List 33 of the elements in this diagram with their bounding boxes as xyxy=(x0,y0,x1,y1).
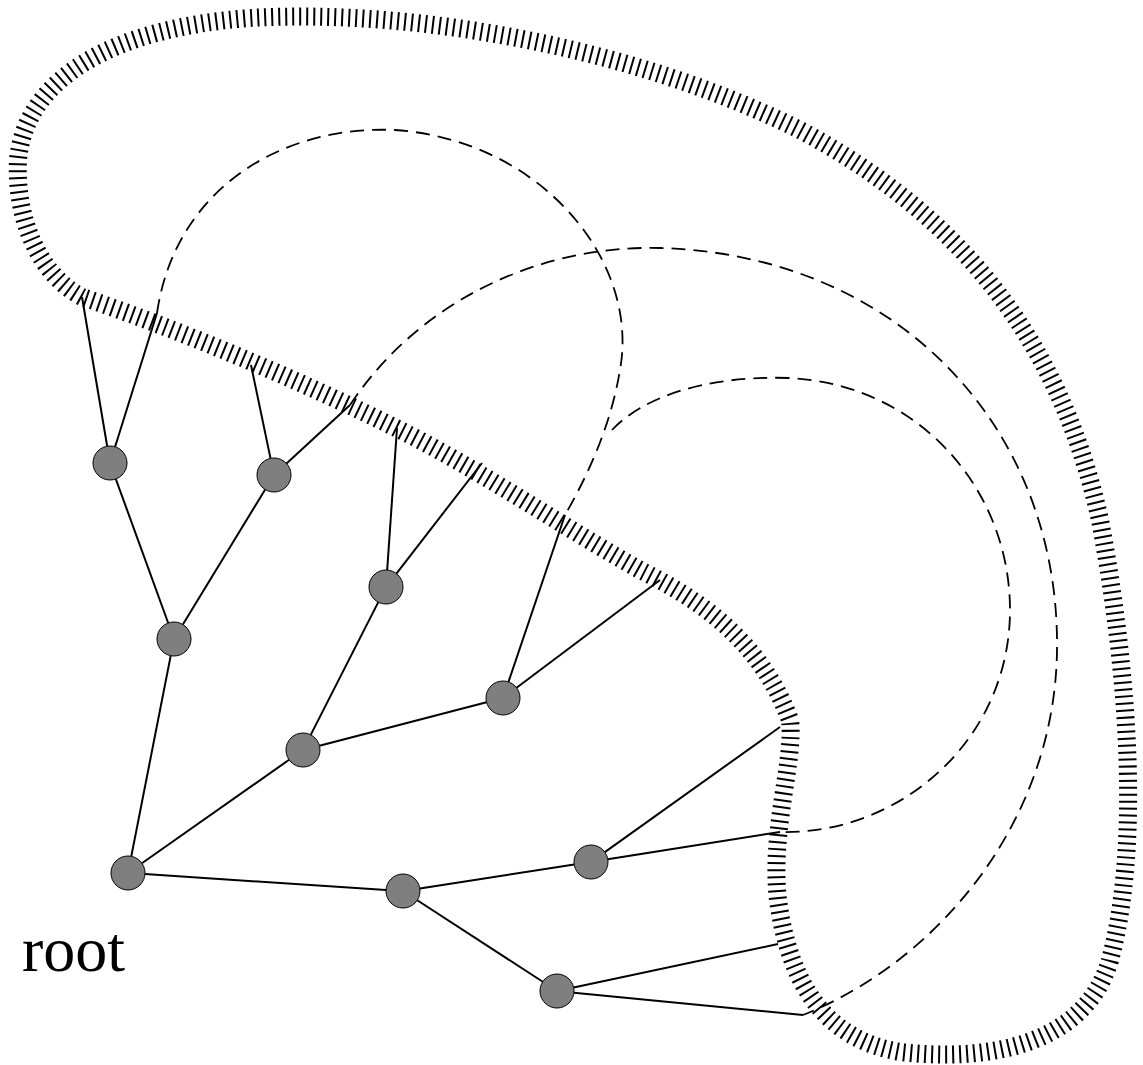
tree-node xyxy=(573,844,609,880)
branch-line xyxy=(572,991,804,1016)
branch-line xyxy=(143,873,388,891)
tree-node xyxy=(485,680,521,716)
branch-line xyxy=(318,701,488,747)
branch-line xyxy=(81,296,109,448)
branch-line xyxy=(130,654,172,858)
branch-line xyxy=(603,726,781,854)
branch-line xyxy=(386,427,398,572)
branch-line xyxy=(515,579,661,689)
branch-line xyxy=(114,478,170,624)
branch-line xyxy=(114,312,158,448)
tree-node xyxy=(539,973,575,1009)
hatched-region xyxy=(8,7,1138,1064)
branch-line xyxy=(418,863,576,890)
branch-line xyxy=(507,514,566,683)
root-label: root xyxy=(22,918,126,982)
tree-node xyxy=(368,569,404,605)
tree-node xyxy=(92,445,128,481)
tree-node xyxy=(110,855,146,891)
branch-line xyxy=(416,899,544,983)
tree-node xyxy=(256,457,292,493)
branch-line xyxy=(250,364,272,460)
branch-line xyxy=(181,488,267,626)
tree-node xyxy=(156,621,192,657)
branch-line xyxy=(606,831,781,861)
branch-line xyxy=(572,943,779,989)
branch-line xyxy=(285,404,351,465)
branch-line xyxy=(309,601,380,736)
branch-line xyxy=(140,758,291,865)
branch-line xyxy=(395,462,483,575)
tree-node xyxy=(285,732,321,768)
tree-node xyxy=(385,873,421,909)
